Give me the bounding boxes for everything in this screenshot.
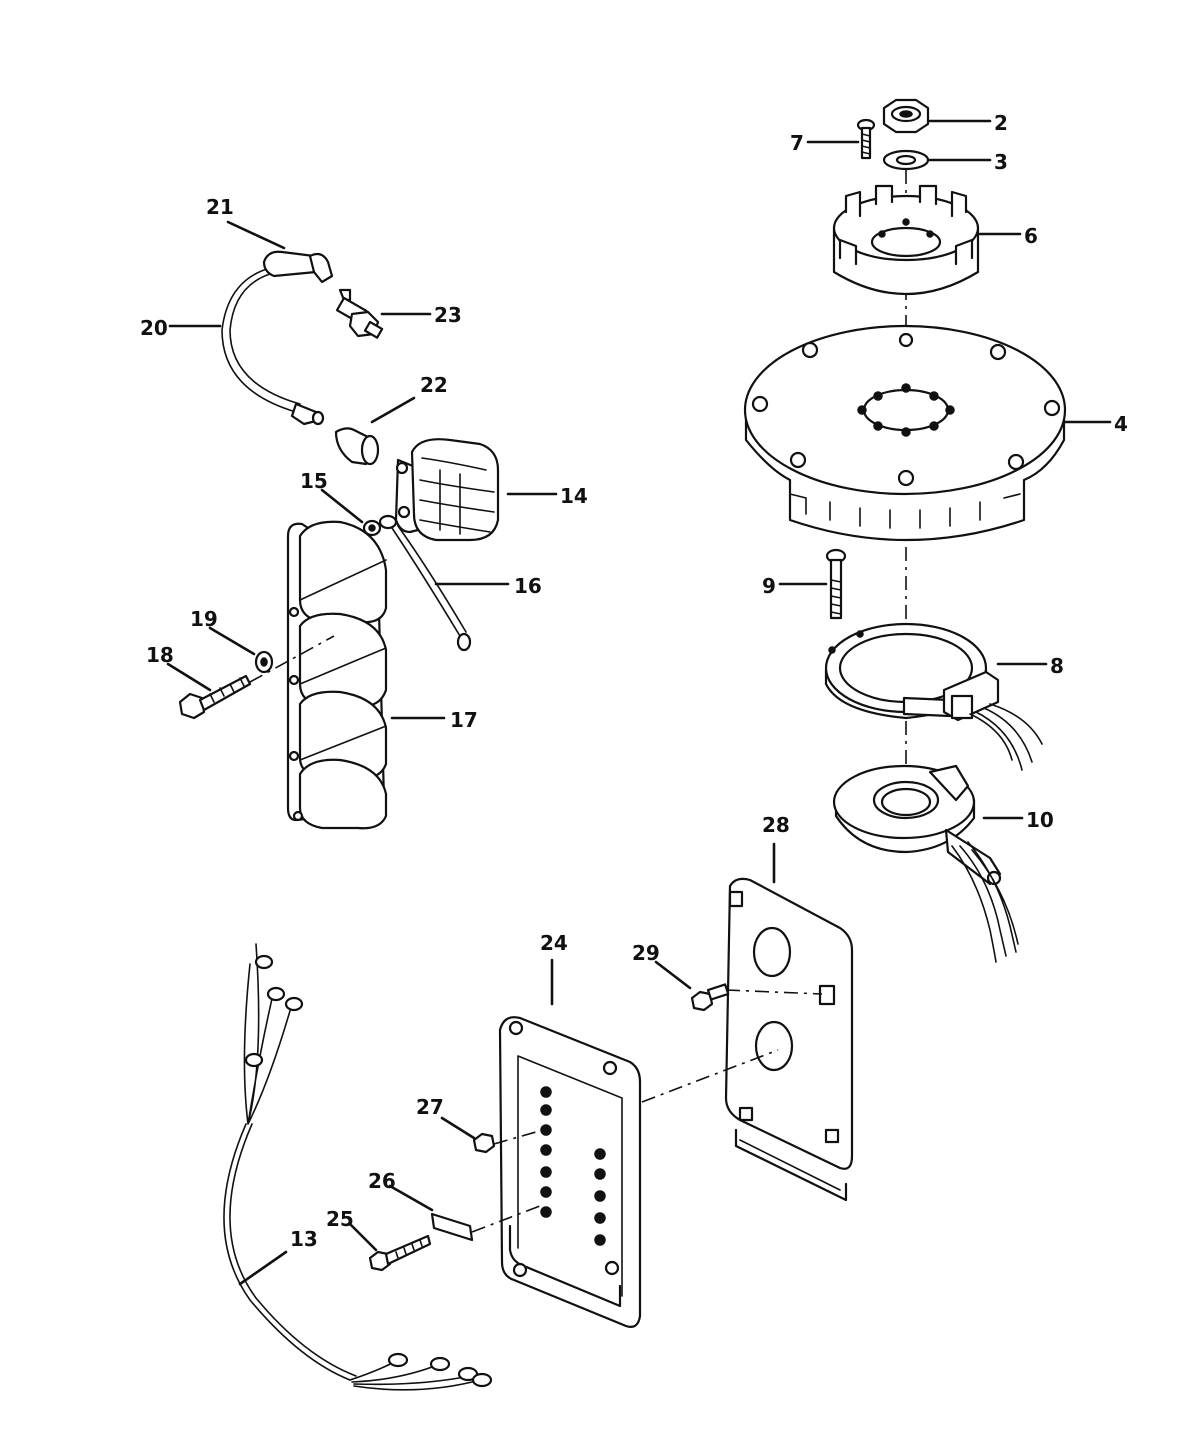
spark-plug-part[interactable]	[335, 288, 384, 339]
callout-18: 18	[146, 643, 174, 667]
callout-2: 2	[994, 111, 1008, 135]
callout-14: 14	[560, 484, 588, 508]
alignment-line-bolt18	[249, 635, 335, 683]
alignment-line-nut27	[493, 1131, 537, 1145]
callout-9: 9	[762, 574, 776, 598]
callout-22: 22	[420, 373, 448, 397]
callout-13: 13	[290, 1227, 318, 1251]
callout-26: 26	[368, 1169, 396, 1193]
drive-cup-part[interactable]	[832, 184, 980, 295]
clip-part[interactable]	[430, 1212, 474, 1242]
switch-box-part[interactable]	[498, 1016, 642, 1328]
washer-part-19[interactable]	[254, 650, 274, 674]
screw-part-7[interactable]	[856, 118, 876, 160]
screw-part-29[interactable]	[690, 983, 730, 1012]
alignment-line-plate	[641, 1049, 779, 1103]
callout-17: 17	[450, 708, 478, 732]
callout-3: 3	[994, 150, 1008, 174]
callout-20: 20	[140, 316, 168, 340]
alignment-line-screw29	[725, 989, 823, 995]
callout-7: 7	[790, 131, 804, 155]
washer-part[interactable]	[882, 149, 930, 171]
spark-plug-boot-part[interactable]	[334, 427, 380, 466]
callout-21: 21	[206, 195, 234, 219]
flywheel-part[interactable]	[743, 324, 1067, 542]
callout-29: 29	[632, 941, 660, 965]
leader-lines	[166, 119, 1112, 1286]
coil-pack-part[interactable]	[286, 520, 388, 830]
callout-27: 27	[416, 1095, 444, 1119]
ignition-coil-part[interactable]	[394, 438, 500, 542]
bolt-part-18[interactable]	[178, 674, 252, 720]
nut-part-27[interactable]	[472, 1132, 496, 1154]
bolt-part-9[interactable]	[825, 548, 847, 620]
callout-15: 15	[300, 469, 328, 493]
callout-4: 4	[1114, 412, 1128, 436]
mounting-plate-part[interactable]	[724, 877, 854, 1202]
screw-part-25[interactable]	[368, 1234, 432, 1272]
callout-25: 25	[326, 1207, 354, 1231]
nut-part-15[interactable]	[362, 519, 382, 537]
high-tension-lead-part[interactable]	[221, 267, 325, 426]
callout-19: 19	[190, 607, 218, 631]
alignment-line-clip	[471, 1205, 541, 1233]
callout-23: 23	[434, 303, 462, 327]
trigger-part[interactable]	[832, 764, 1019, 963]
wiring-harness-part[interactable]	[223, 943, 493, 1391]
callout-6: 6	[1024, 224, 1038, 248]
terminal-studs	[540, 1086, 606, 1246]
callout-16: 16	[514, 574, 542, 598]
callout-10: 10	[1026, 808, 1054, 832]
callout-24: 24	[540, 931, 568, 955]
nut-part[interactable]	[882, 98, 930, 134]
callout-8: 8	[1050, 654, 1064, 678]
callout-28: 28	[762, 813, 790, 837]
plug-cap-part[interactable]	[262, 250, 334, 284]
stator-ring-part[interactable]	[824, 622, 1043, 771]
